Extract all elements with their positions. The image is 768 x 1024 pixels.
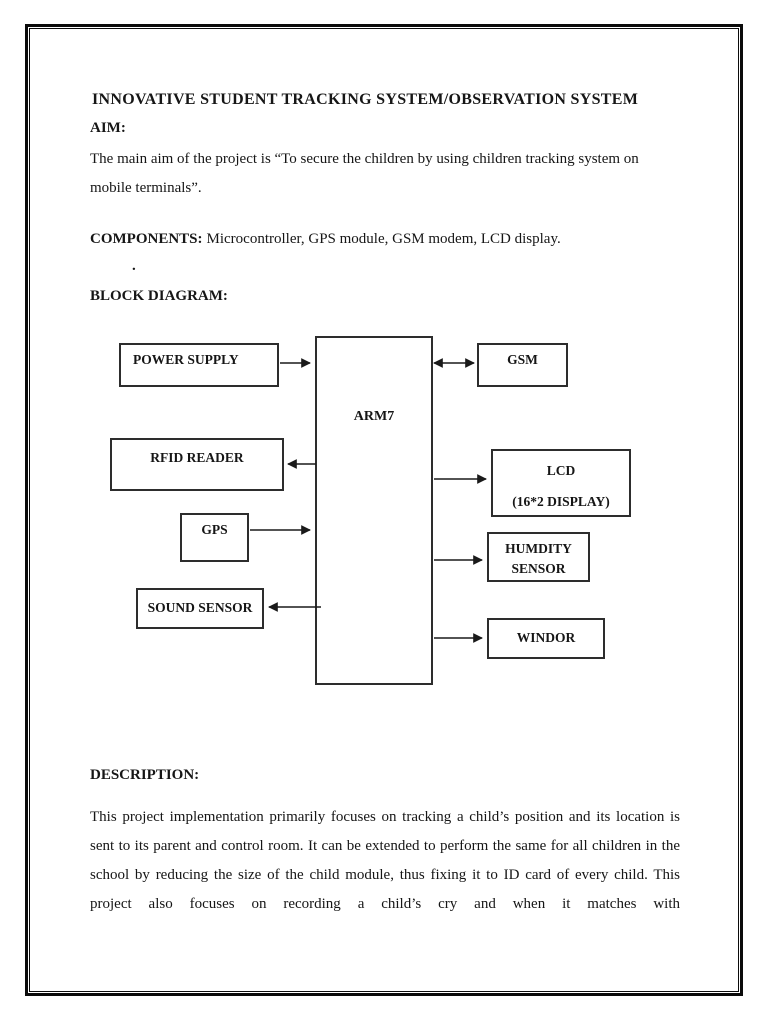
description-paragraph: This project implementation primarily fo… — [90, 809, 680, 912]
diagram-block-gsm: GSM — [477, 343, 568, 387]
humidity-label-line2: SENSOR — [511, 561, 566, 576]
description-heading: DESCRIPTION: — [90, 767, 200, 783]
components-text: Microcontroller, GPS module, GSM modem, … — [206, 231, 561, 247]
stray-period: . — [132, 258, 136, 274]
arm7-label: ARM7 — [353, 409, 395, 424]
diagram-block-windor: WINDOR — [487, 618, 605, 659]
lcd-label-line2: (16*2 DISPLAY) — [512, 494, 610, 509]
diagram-block-humidity-sensor: HUMDITY SENSOR — [487, 532, 590, 582]
diagram-block-sound-sensor: SOUND SENSOR — [136, 588, 264, 629]
aim-paragraph: The main aim of the project is “To secur… — [90, 151, 639, 196]
diagram-block-rfid-reader: RFID READER — [110, 438, 284, 491]
power-supply-label: POWER SUPPLY — [133, 352, 239, 367]
block-diagram-heading: BLOCK DIAGRAM: — [90, 288, 228, 304]
page-border-inner-line — [29, 28, 739, 992]
sound-sensor-label: SOUND SENSOR — [147, 600, 253, 615]
rfid-reader-label: RFID READER — [150, 450, 244, 465]
components-line: COMPONENTS:Microcontroller, GPS module, … — [90, 231, 561, 248]
diagram-block-lcd: LCD (16*2 DISPLAY) — [491, 449, 631, 517]
windor-label: WINDOR — [516, 630, 576, 645]
document-title: INNOVATIVE STUDENT TRACKING SYSTEM/OBSER… — [92, 91, 639, 108]
diagram-block-arm7: ARM7 — [315, 336, 433, 685]
gps-label: GPS — [201, 522, 228, 537]
aim-heading: AIM: — [90, 120, 126, 136]
diagram-block-power-supply: POWER SUPPLY — [119, 343, 279, 387]
lcd-label-line1: LCD — [546, 463, 576, 478]
page-border-frame — [25, 24, 743, 996]
diagram-block-gps: GPS — [180, 513, 249, 562]
gsm-label: GSM — [507, 352, 538, 367]
humidity-label-line1: HUMDITY — [505, 541, 572, 556]
components-heading: COMPONENTS: — [90, 231, 203, 247]
